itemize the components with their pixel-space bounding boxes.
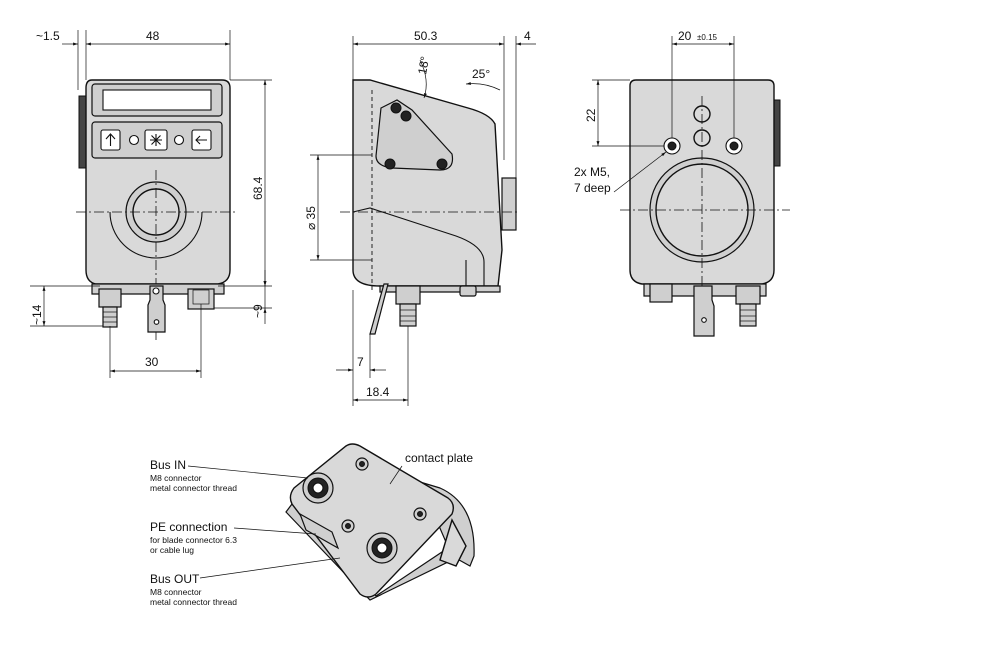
thread-note-line2: 7 deep [574,181,611,195]
side-strip [78,95,87,169]
pe-title: PE connection [150,520,227,534]
side-view: 50.3 4 18° 25° ⌀ 35 7 18.4 [304,29,536,406]
pe-hole [153,319,160,325]
rear-blade-hole [701,317,707,323]
bus-out-line2: metal connector thread [150,597,237,607]
dim-connector-offset: 18.4 [366,385,390,399]
pe-line2: or cable lug [150,545,194,555]
leader-line [613,151,667,193]
rear-blade [693,285,715,337]
display [102,89,212,111]
side-connector [399,303,417,327]
contact-plate-label: contact plate [405,451,473,465]
rear-connector-right [739,303,757,327]
thread-note-line1: 2x M5, [574,165,610,179]
side-connector-nut [395,285,421,305]
side-contour [352,207,485,286]
led-right [173,134,185,146]
pe-blade-iso [298,512,340,550]
leader-line [389,465,403,485]
iso-view: contact plate Bus IN M8 connector metal … [150,443,475,607]
dim-diameter: ⌀ 35 [304,206,318,230]
side-shaft [501,177,517,231]
iso-screw-core [345,523,351,529]
dim-connector-spacing: 30 [145,355,159,369]
dim-connector-drop-left: ~14 [30,304,44,325]
front-view: ~1.5 48 68.4 ~14 ~9 30 [30,29,272,378]
dim-plate-offset: 7 [357,355,364,369]
leader-line [187,465,309,479]
mount-hole [400,110,412,122]
dim-width: 48 [146,29,160,43]
up-arrow-icon [105,133,116,146]
arc-detail [109,211,203,259]
dim-height: 68.4 [251,176,265,200]
m5-hole-left-core [667,141,677,151]
mount-plate [375,99,454,171]
iso-right-face [439,518,467,567]
dim-protrusion: 4 [524,29,531,43]
mount-hole [384,158,396,170]
pe-screw [152,287,160,295]
pe-blade [147,285,166,333]
dim-connector-drop-right: ~9 [251,304,265,318]
rear-connector-right-nut [735,285,761,305]
connector-left-nut [98,288,122,308]
mount-hole [436,158,448,170]
side-housing [352,79,503,287]
rear-view: 20 ±0.15 22 2x M5, 7 deep [574,29,790,337]
dim-hole-tolerance: ±0.15 [697,33,718,42]
iso-top-face [289,443,455,598]
dim-depth: 50.3 [414,29,438,43]
led-left [128,134,140,146]
pe-line1: for blade connector 6.3 [150,535,237,545]
pe-plate-side [369,283,389,335]
bus-out-connector-pin [376,542,388,554]
bus-in-line1: M8 connector [150,473,202,483]
dim-hole-height: 22 [584,108,598,122]
bus-out-title: Bus OUT [150,572,200,586]
bus-in-connector-pin [312,482,324,494]
dim-left-offset: ~1.5 [36,29,60,43]
leader-line [199,557,341,579]
asterisk-icon [150,134,162,146]
bus-in-title: Bus IN [150,458,186,472]
leader-line [233,527,317,535]
iso-screw-core [417,511,423,517]
m5-hole-right-core [729,141,739,151]
dim-angle-top: 18° [415,55,432,75]
side-foot [459,285,477,297]
bus-in-line2: metal connector thread [150,483,237,493]
iso-screw-core [359,461,365,467]
rear-connector-nut [649,283,673,303]
bus-out-line1: M8 connector [150,587,202,597]
dim-hole-spacing: 20 [678,29,692,43]
angle-arc [419,59,427,99]
dim-angle-right: 25° [472,67,490,81]
mount-hole [390,102,402,114]
angle-arc [465,81,501,91]
left-arrow-icon [195,135,207,145]
